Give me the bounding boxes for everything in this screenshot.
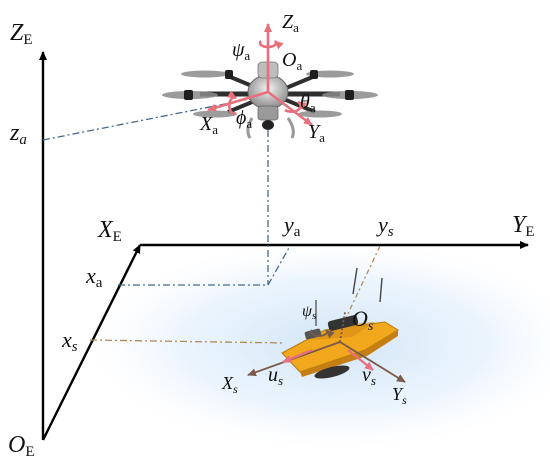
label-usv-psi: ψs xyxy=(302,303,316,322)
label-uav-x: Xa xyxy=(199,113,218,137)
uav-roll-rotation xyxy=(227,90,237,115)
projection-lines xyxy=(42,97,381,344)
uav-za-projection xyxy=(42,97,256,141)
uav-x-arrow xyxy=(207,90,269,112)
label-xa: xa xyxy=(85,263,103,291)
x-axis-world xyxy=(41,244,142,441)
label-za-axis: za xyxy=(9,120,27,148)
usv-body-frame xyxy=(247,311,406,383)
label-y-world: YE xyxy=(512,212,535,240)
label-usv-v: vs xyxy=(362,364,376,388)
label-usv-x: Xs xyxy=(221,373,238,396)
usv-z-line xyxy=(339,311,346,343)
label-uav-origin: Oa xyxy=(282,49,302,73)
label-uav-z: Za xyxy=(282,11,299,35)
label-uav-psi: ψa xyxy=(232,39,250,63)
usv-ys-projection xyxy=(344,245,381,321)
world-frame xyxy=(39,51,529,441)
uav-y-arrow xyxy=(267,90,313,127)
uav-pitch-rotation xyxy=(284,100,307,113)
label-usv-origin: Os xyxy=(352,306,374,334)
label-uav-y: Ya xyxy=(308,121,325,145)
usv-yaw-rotation xyxy=(310,329,335,339)
uav-ground-projection xyxy=(118,245,291,286)
label-uav-phi: ϕa xyxy=(236,107,252,131)
label-uav-theta: θa xyxy=(300,91,316,115)
quadcopter-uav-icon xyxy=(162,61,378,139)
uav-yaw-rotation xyxy=(258,40,284,50)
label-ys: ys xyxy=(376,212,394,240)
label-origin-world: OE xyxy=(8,432,35,460)
usv-u-arrow xyxy=(282,348,313,364)
label-usv-y: Ys xyxy=(392,384,407,407)
label-x-world: XE xyxy=(97,217,122,245)
label-usv-u: us xyxy=(268,364,283,388)
usv-v-arrow xyxy=(347,349,374,371)
label-xs: xs xyxy=(61,327,78,355)
usv-xs-projection xyxy=(89,339,286,344)
label-z-world: ZE xyxy=(10,20,33,48)
uav-body-frame xyxy=(207,23,313,127)
label-ya: ya xyxy=(282,212,301,240)
